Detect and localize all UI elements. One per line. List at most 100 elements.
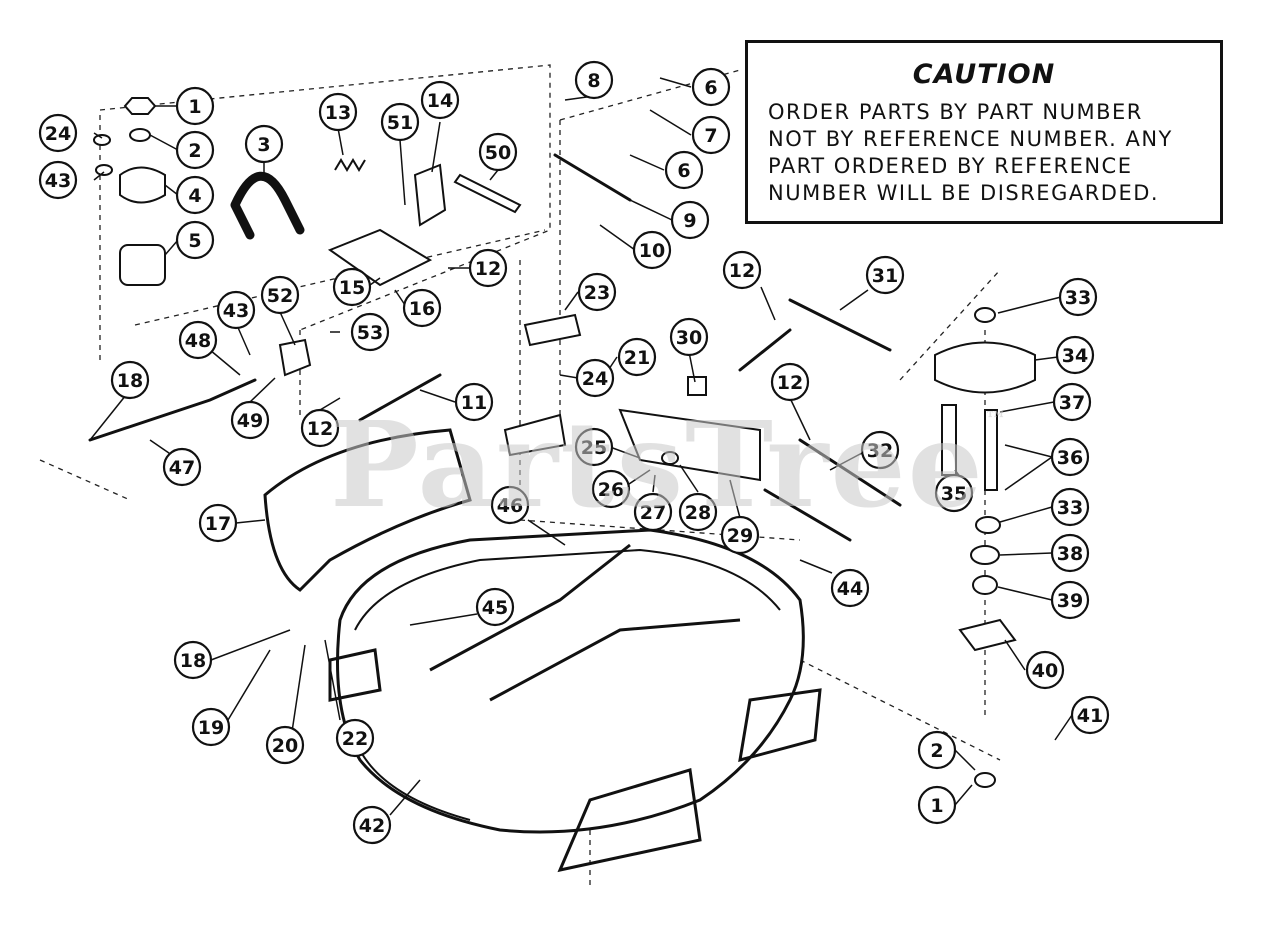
callout-33: 33 (1058, 277, 1098, 317)
callout-circle (577, 272, 617, 312)
callout-circle (1050, 487, 1090, 527)
callout-number: 46 (497, 495, 523, 517)
callout-circle (350, 312, 390, 352)
callout-circle (332, 267, 372, 307)
caution-title: CAUTION (912, 59, 1056, 90)
callout-number: 4 (188, 185, 201, 207)
callout-number: 47 (169, 457, 195, 479)
callout-7: 7 (691, 115, 731, 155)
callout-25: 25 (574, 427, 614, 467)
callout-number: 41 (1077, 705, 1103, 727)
callout-32: 32 (860, 430, 900, 470)
callout-3: 3 (244, 124, 284, 164)
bolt-part (93, 97, 166, 286)
callout-circle (175, 130, 215, 170)
callout-1: 1 (175, 86, 215, 126)
callout-number: 22 (342, 728, 368, 750)
callout-2: 2 (175, 130, 215, 170)
callout-29: 29 (720, 515, 760, 555)
callout-circle (632, 230, 672, 270)
deck-handles (328, 543, 822, 873)
callout-circle (860, 430, 900, 470)
callout-50: 50 (478, 132, 518, 172)
callout-circle (38, 113, 78, 153)
callout-52: 52 (260, 275, 300, 315)
callout-number: 43 (223, 300, 249, 322)
callout-number: 1 (188, 96, 201, 118)
spindle-assembly (934, 307, 1036, 788)
callout-number: 12 (777, 372, 803, 394)
callout-39: 39 (1050, 580, 1090, 620)
callout-number: 1 (930, 795, 943, 817)
callout-number: 19 (198, 717, 224, 739)
callout-circle (454, 382, 494, 422)
callout-circle (722, 250, 762, 290)
callout-number: 13 (325, 102, 351, 124)
callout-number: 31 (872, 265, 898, 287)
callout-19: 19 (191, 707, 231, 747)
callout-26: 26 (591, 469, 631, 509)
callout-number: 32 (867, 440, 893, 462)
callout-circle (216, 290, 256, 330)
caution-line-4: NUMBER WILL BE DISREGARDED. (768, 181, 1160, 205)
callout-circle (300, 408, 340, 448)
callout-circle (633, 492, 673, 532)
callout-51: 51 (380, 102, 420, 142)
callout-17: 17 (198, 503, 238, 543)
callout-15: 15 (332, 267, 372, 307)
callout-number: 9 (683, 210, 696, 232)
callout-circle (490, 485, 530, 525)
callout-28: 28 (678, 492, 718, 532)
callout-circle (1055, 335, 1095, 375)
callout-number: 44 (837, 578, 863, 600)
callout-circle (917, 730, 957, 770)
callout-circle (670, 200, 710, 240)
callout-circle (1050, 533, 1090, 573)
callout-number: 35 (941, 483, 967, 505)
callout-number: 34 (1062, 345, 1088, 367)
callout-circle (230, 400, 270, 440)
callout-number: 51 (387, 112, 413, 134)
callout-8: 8 (574, 60, 614, 100)
callout-number: 21 (624, 347, 650, 369)
callout-circle (917, 785, 957, 825)
callout-circle (478, 132, 518, 172)
callout-49: 49 (230, 400, 270, 440)
callout-number: 14 (427, 90, 453, 112)
callout-circle (1052, 382, 1092, 422)
callout-number: 23 (584, 282, 610, 304)
callout-4: 4 (175, 175, 215, 215)
callout-10: 10 (632, 230, 672, 270)
callout-number: 49 (237, 410, 263, 432)
callout-number: 8 (587, 70, 600, 92)
callout-circle (1058, 277, 1098, 317)
callout-number: 45 (482, 597, 508, 619)
callout-36: 36 (1050, 437, 1090, 477)
callout-circle (475, 587, 515, 627)
callout-1: 1 (917, 785, 957, 825)
callout-12: 12 (722, 250, 762, 290)
callout-2: 2 (917, 730, 957, 770)
callout-circle (1070, 695, 1110, 735)
callout-circle (173, 640, 213, 680)
callout-6: 6 (691, 67, 731, 107)
callout-circle (575, 358, 615, 398)
callout-circle (380, 102, 420, 142)
callout-circle (1050, 437, 1090, 477)
callout-circle (617, 337, 657, 377)
callout-number: 28 (685, 502, 711, 524)
callout-circle (402, 288, 442, 328)
callout-number: 12 (729, 260, 755, 282)
callout-30: 30 (669, 317, 709, 357)
callout-circle (318, 92, 358, 132)
callout-number: 11 (461, 392, 487, 414)
callout-circle (830, 568, 870, 608)
callout-23: 23 (577, 272, 617, 312)
callout-31: 31 (865, 255, 905, 295)
callout-number: 25 (581, 437, 607, 459)
callout-number: 12 (307, 418, 333, 440)
caution-line-3: PART ORDERED BY REFERENCE (768, 154, 1133, 178)
callout-number: 38 (1057, 543, 1083, 565)
partstree-watermark: PartsTree™ (330, 395, 1009, 534)
callout-24: 24 (38, 113, 78, 153)
